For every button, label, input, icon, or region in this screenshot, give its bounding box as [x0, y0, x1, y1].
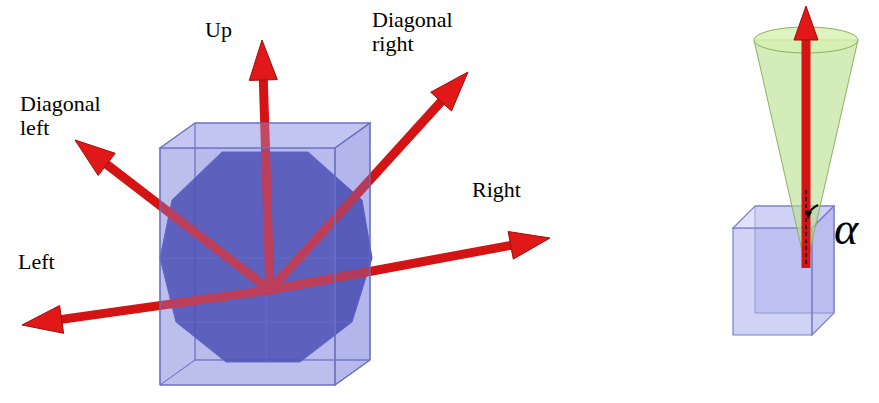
right-cube: [733, 206, 834, 335]
left-cube-front: [160, 123, 370, 385]
direction-label: Right: [472, 178, 521, 202]
cone: [754, 27, 858, 268]
angle-label: α: [834, 204, 858, 255]
left-cube: [160, 123, 372, 385]
direction-label: Diagonal right: [372, 8, 467, 56]
direction-label: Up: [205, 18, 232, 42]
direction-label: Left: [18, 250, 55, 274]
angle-marker: [805, 205, 818, 219]
vertical-arrow: [794, 6, 818, 268]
direction-label: Diagonal left: [20, 92, 115, 140]
